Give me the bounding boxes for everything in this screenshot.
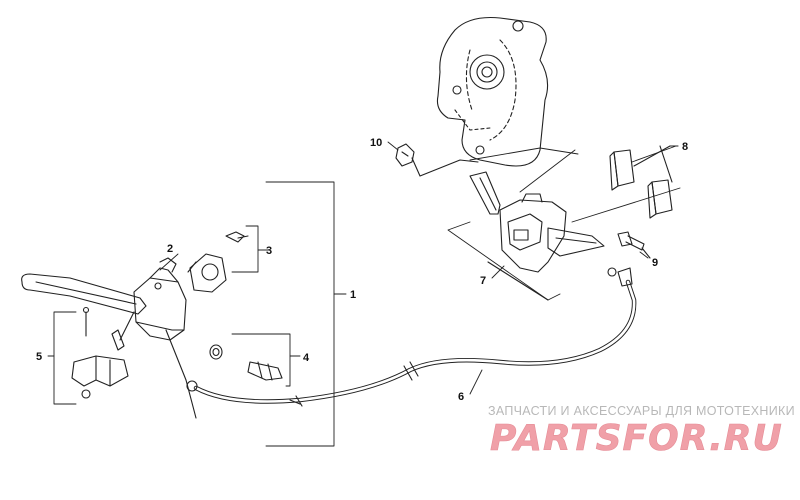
callout-4: 4 <box>303 352 310 364</box>
brake-pads-drawing <box>609 145 679 219</box>
watermark-logo-text: PARTSFOR.RU <box>490 418 783 458</box>
caliper-bracket-drawing <box>436 16 549 167</box>
callout-6: 6 <box>458 391 464 403</box>
callout-labels: 1 2 3 4 5 6 7 8 9 10 <box>36 137 688 403</box>
callout-9: 9 <box>652 257 658 269</box>
callout-2: 2 <box>167 243 173 255</box>
callout-3: 3 <box>266 245 272 257</box>
callout-1: 1 <box>350 289 356 301</box>
brake-caliper-drawing <box>447 171 605 301</box>
adjuster-parts-drawing <box>209 344 283 381</box>
handlebar-clamp-drawing <box>187 231 249 293</box>
brake-cable-drawing <box>165 267 637 419</box>
callout-8: 8 <box>682 141 688 153</box>
watermark-logo: PARTSFOR.RU <box>490 418 783 458</box>
retaining-clip-drawing <box>395 143 479 177</box>
callout-10: 10 <box>370 137 382 149</box>
callout-leaders <box>47 141 677 447</box>
callout-5: 5 <box>36 351 42 363</box>
watermark-tagline: ЗАПЧАСТИ И АКСЕССУАРЫ ДЛЯ МОТОТЕХНИКИ <box>488 404 795 418</box>
callout-7: 7 <box>480 275 486 287</box>
caliper-bolt-drawing <box>617 231 651 259</box>
brake-switch-drawing <box>71 306 129 399</box>
brake-lever-drawing <box>21 257 187 351</box>
